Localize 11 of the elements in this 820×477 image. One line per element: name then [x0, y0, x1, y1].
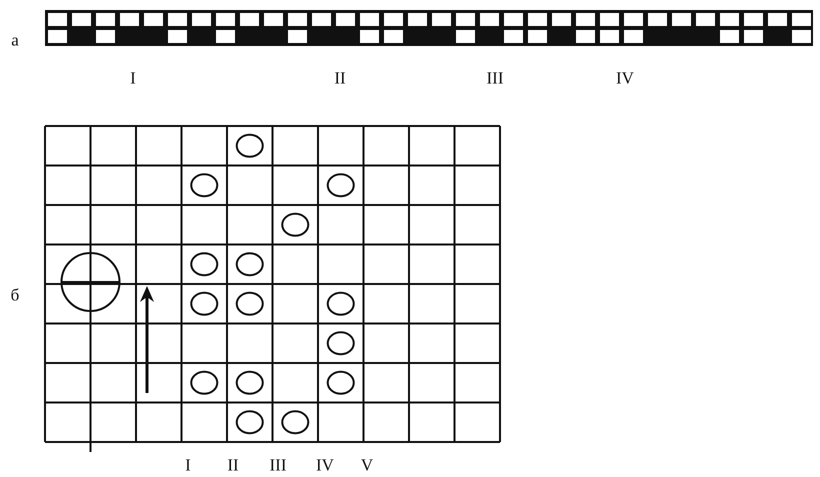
track-number: IV: [316, 456, 334, 474]
track-number: I: [130, 70, 136, 86]
panel-letter: а: [11, 32, 19, 48]
track-number: II: [227, 456, 239, 474]
track-number: IV: [616, 70, 634, 86]
track-number: III: [270, 456, 286, 474]
track-number: II: [334, 70, 346, 86]
track-number: III: [486, 70, 504, 86]
track-number: V: [360, 456, 374, 474]
panel-letter: б: [10, 286, 20, 304]
track-number: I: [185, 456, 191, 474]
